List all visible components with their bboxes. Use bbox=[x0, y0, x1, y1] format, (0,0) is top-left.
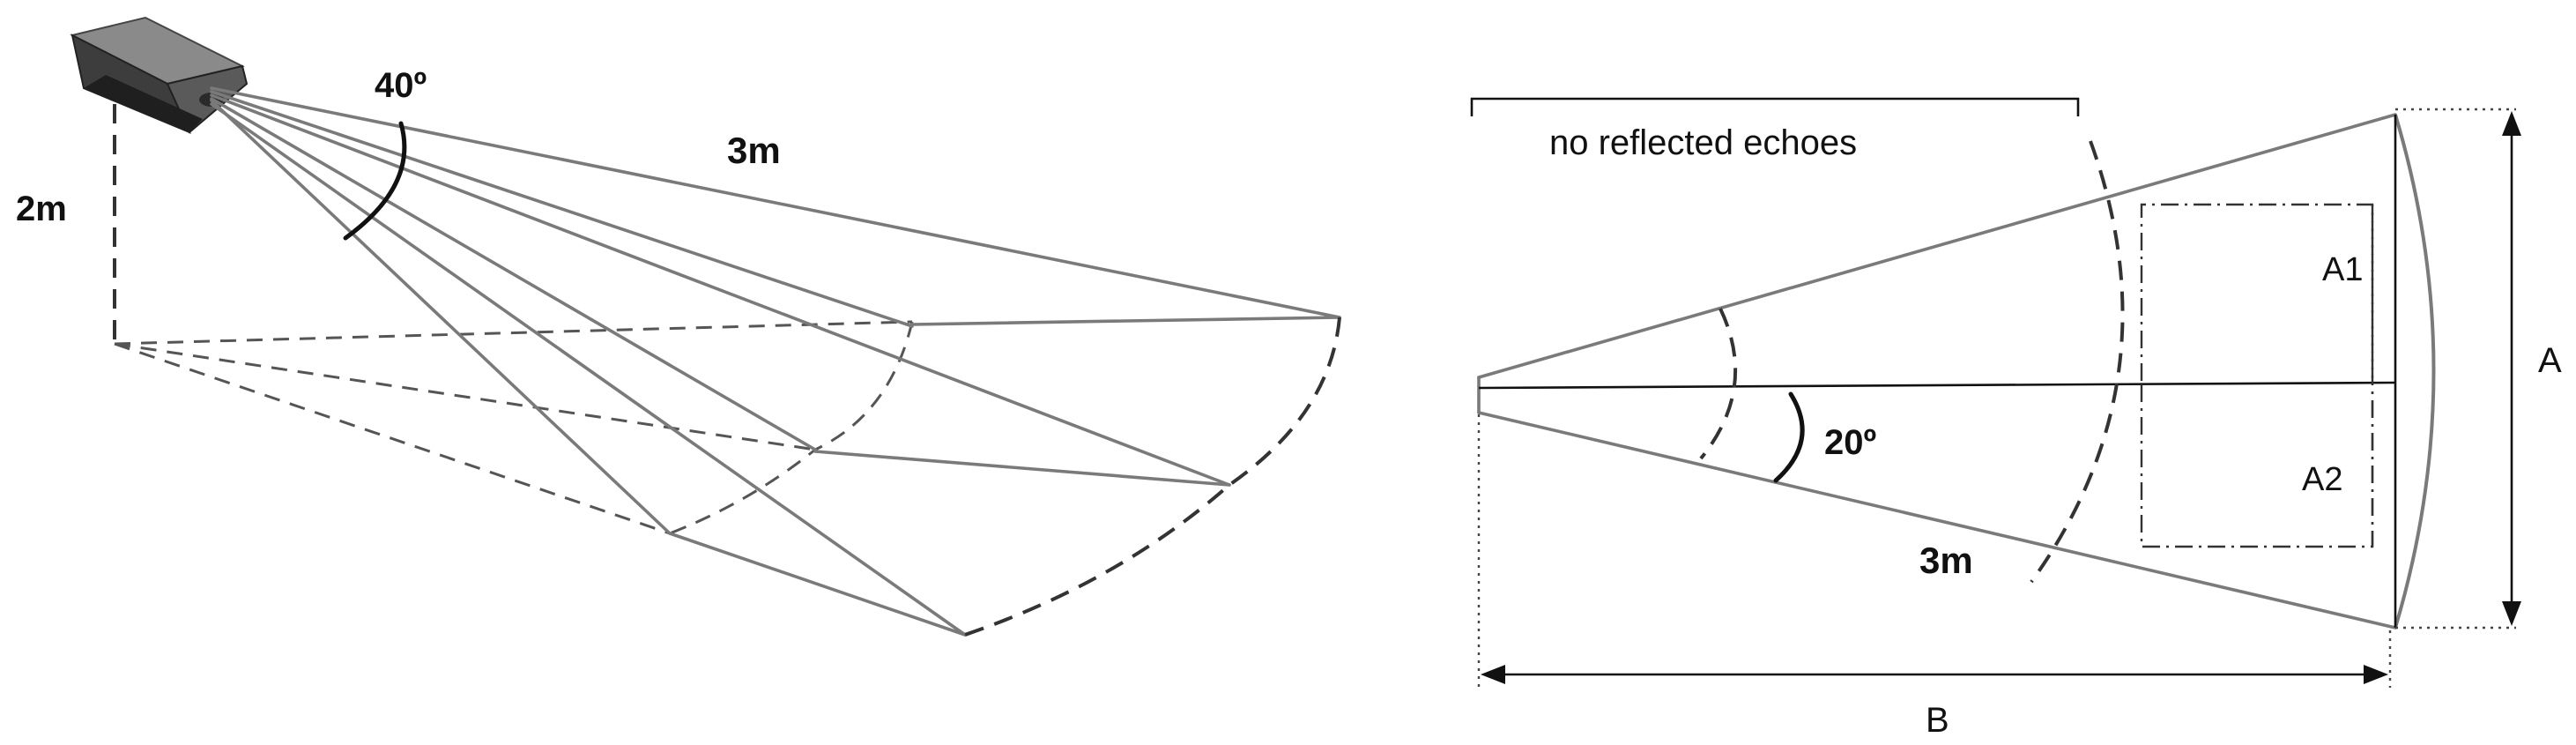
dim-a-arrow bbox=[2502, 111, 2521, 626]
area-label-a1: A1 bbox=[2322, 251, 2363, 288]
angle-arc-40 bbox=[343, 121, 407, 241]
angle-label-40: 40º bbox=[375, 66, 427, 105]
no-echo-bracket bbox=[1470, 97, 2080, 116]
angle-arc-20 bbox=[1773, 391, 1805, 483]
beam-upper-edge bbox=[1477, 113, 2397, 379]
sensor-device-icon bbox=[70, 16, 249, 134]
beam-end-arc bbox=[2394, 114, 2436, 629]
near-angle-dashed-arc bbox=[1699, 308, 1738, 460]
angle-label-20: 20º bbox=[1824, 423, 1876, 462]
right-diagram-2d-section: no reflected echoes 20º 3m A1 A2 bbox=[1470, 97, 2562, 740]
range-label-3m-left: 3m bbox=[727, 130, 781, 171]
beam-range-arc bbox=[964, 317, 1341, 637]
dim-b-arrow bbox=[1481, 665, 2388, 684]
range-label-3m-right: 3m bbox=[1919, 540, 1973, 581]
ground-projection-lines bbox=[114, 320, 914, 535]
area-a1-box bbox=[2140, 203, 2374, 381]
dim-b-label: B bbox=[1926, 701, 1949, 740]
beam-center-axis bbox=[1478, 381, 2396, 390]
no-echo-boundary-arc bbox=[2030, 140, 2125, 584]
beam-far-edges bbox=[668, 316, 1341, 637]
left-diagram-3d-beam: 40º 2m 3m bbox=[16, 16, 1341, 637]
no-echo-label: no reflected echoes bbox=[1549, 123, 1857, 162]
beam-lower-edge bbox=[1477, 411, 2397, 630]
dim-a-label: A bbox=[2538, 341, 2562, 380]
height-label-2m: 2m bbox=[16, 190, 67, 228]
area-label-a2: A2 bbox=[2302, 461, 2342, 498]
